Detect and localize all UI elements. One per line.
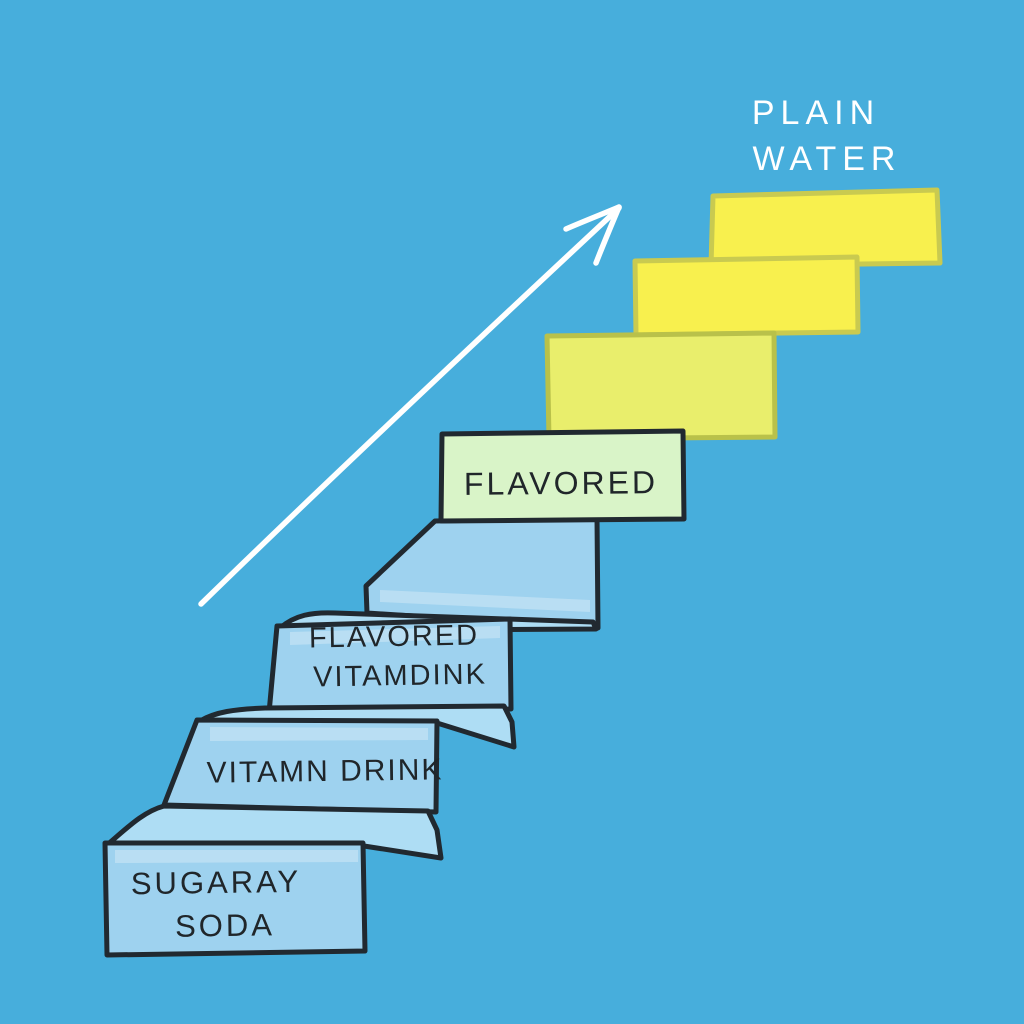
step-sheen	[380, 590, 590, 612]
step-label-flavored-vitamin-line2: VITAMDINK	[313, 658, 487, 693]
step-yellow-low	[544, 330, 778, 442]
step-label-flavored-vitamin-line1: FLAVORED	[309, 620, 480, 655]
step-yellow-top	[708, 187, 943, 269]
step-label-vitamin-drink: VITAMN DRINK	[206, 753, 443, 789]
step-sugary-soda-riser	[102, 840, 368, 958]
step-sheen	[115, 850, 358, 863]
step-sheen	[210, 727, 428, 741]
step-sheen	[290, 626, 500, 645]
step-label-flavored: FLAVORED	[464, 464, 658, 502]
step-label-sugary-soda-line2: SODA	[175, 907, 275, 943]
step-flavored-vitamin-riser	[266, 616, 514, 716]
step-label-sugary-soda-line1: SUGARAY	[131, 864, 302, 901]
step-flavored-box	[438, 428, 687, 524]
upward-arrow-icon	[198, 204, 622, 607]
step-vitamin-drink-riser	[161, 717, 440, 815]
step-yellow-mid	[632, 254, 861, 338]
goal-label-line2: WATER	[753, 140, 902, 178]
step-vitamin-drink-tread	[197, 703, 517, 750]
goal-label-line1: PLAIN	[752, 94, 880, 132]
